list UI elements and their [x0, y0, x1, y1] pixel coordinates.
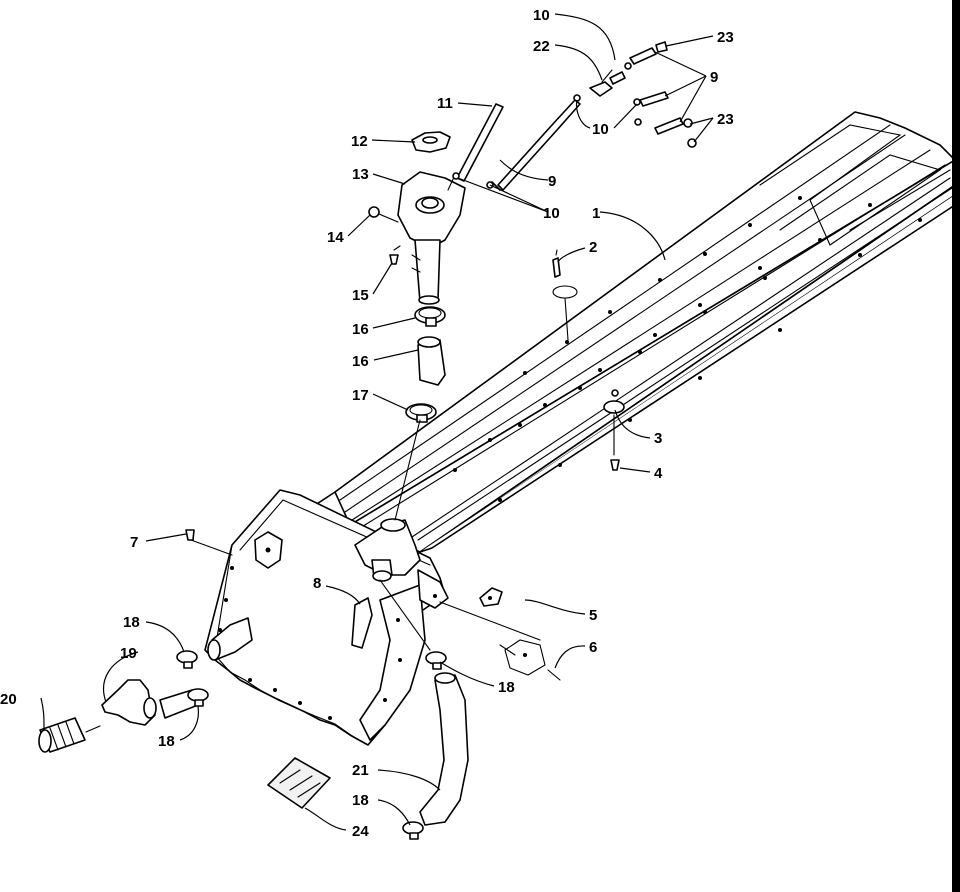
- callout-10-mid: 10: [592, 121, 609, 138]
- thermostat-housing-fitting: [354, 518, 449, 609]
- filler-neck-assembly: [368, 103, 504, 305]
- callout-11: 11: [437, 95, 453, 112]
- callout-labels: 1 2 3 4 5 6 7 8 9 9 10 10 10 11 12 13 14…: [0, 7, 734, 840]
- callout-15: 15: [352, 287, 369, 304]
- filler-drop-line: [394, 419, 421, 521]
- callout-22: 22: [533, 38, 550, 55]
- screw-left: [185, 529, 233, 556]
- hose-clamp-front-2: [187, 688, 209, 707]
- callout-6: 6: [589, 639, 597, 656]
- callout-9-lower: 9: [548, 173, 556, 190]
- callout-21: 21: [352, 762, 369, 779]
- callout-4: 4: [654, 465, 663, 482]
- page-edge-bar: [952, 0, 960, 892]
- callout-17: 16: [352, 353, 369, 370]
- callout-3: 3: [654, 430, 662, 447]
- tank-holes: [453, 196, 922, 502]
- callout-1: 1: [592, 205, 600, 222]
- callout-18-a: 18: [123, 614, 140, 631]
- callout-2: 2: [589, 239, 597, 256]
- tunnel-tank-part: [299, 111, 956, 553]
- mount-bracket: [499, 639, 561, 681]
- callout-18-c: 18: [498, 679, 515, 696]
- hose-clamp-front-1: [176, 650, 198, 669]
- hose-bracket: [351, 597, 373, 649]
- callout-16-lower: 17: [352, 387, 369, 404]
- callout-9-upper: 9: [710, 69, 718, 86]
- callout-13: 13: [352, 166, 369, 183]
- lower-coolant-hose: [419, 672, 469, 826]
- hose-clamp-lower: [405, 403, 437, 423]
- callout-7: 7: [130, 534, 138, 551]
- callout-8: 8: [313, 575, 321, 592]
- hose-clamp-front-4: [402, 821, 424, 840]
- callout-16-upper: 16: [352, 321, 369, 338]
- hose-clamp-upper: [414, 306, 446, 327]
- callout-10-low: 10: [543, 205, 560, 222]
- callout-23-lower: 23: [717, 111, 734, 128]
- elbow-hose: [101, 679, 199, 726]
- filler-hose: [417, 336, 446, 386]
- callout-14: 14: [327, 229, 344, 246]
- callout-12: 12: [351, 133, 368, 150]
- gasket-plate: [439, 587, 541, 641]
- callout-10-top: 10: [533, 7, 550, 24]
- screw-bottom: [610, 459, 620, 471]
- callout-23-upper: 23: [717, 29, 734, 46]
- callout-18-b: 18: [158, 733, 175, 750]
- callout-5: 5: [589, 607, 597, 624]
- foam-pad: [267, 757, 331, 809]
- hose-coupler: [38, 717, 101, 753]
- grommet-washer: [603, 389, 625, 456]
- callout-18-d: 18: [352, 792, 369, 809]
- callout-19: 19: [120, 645, 137, 662]
- hose-clamp-front-3: [425, 651, 447, 670]
- temperature-sensor: [552, 249, 578, 341]
- callout-20: 20: [0, 691, 17, 708]
- bleed-hose-set: [452, 41, 697, 191]
- callout-24: 24: [352, 823, 369, 840]
- leader-lines: [40, 13, 714, 831]
